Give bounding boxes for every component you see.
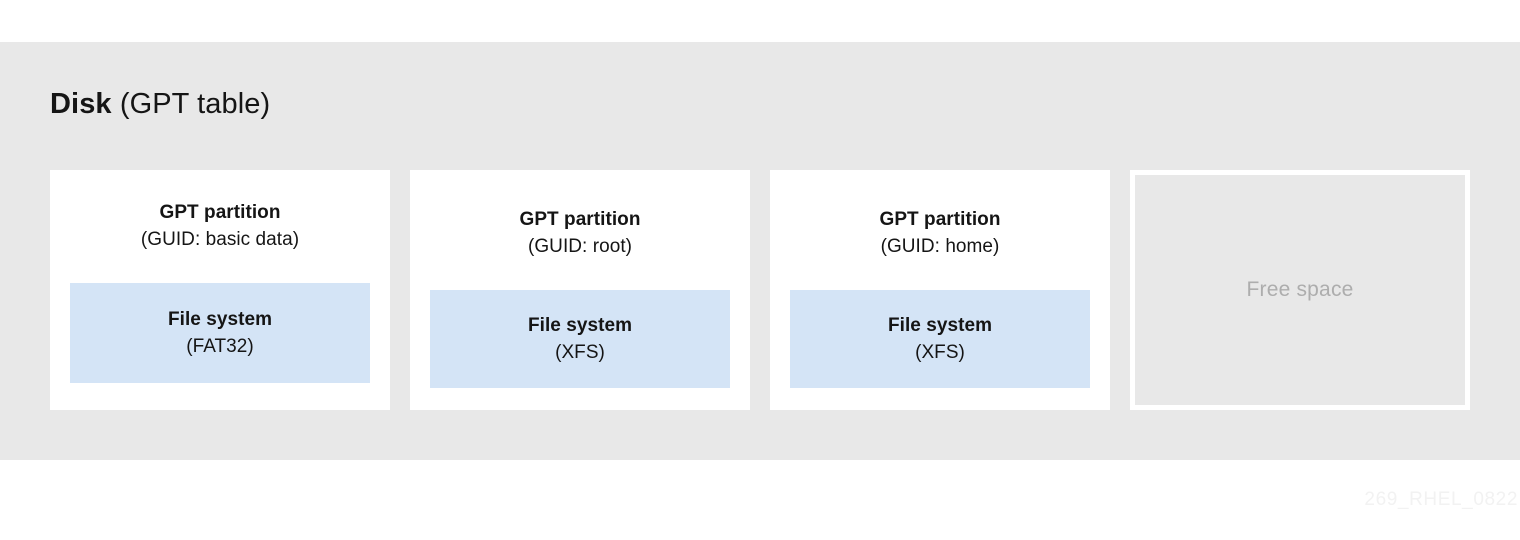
partition-header: GPT partition (GUID: root) [410, 170, 750, 261]
filesystem-box: File system (XFS) [790, 290, 1090, 388]
partition-header: GPT partition (GUID: home) [770, 170, 1110, 261]
page-title: Disk (GPT table) [50, 88, 270, 121]
partition-row: GPT partition (GUID: basic data) File sy… [50, 170, 1470, 410]
filesystem-type: (XFS) [915, 342, 965, 363]
filesystem-title: File system [887, 315, 993, 336]
page-title-strong: Disk [50, 88, 112, 120]
partition-card-root: GPT partition (GUID: root) File system (… [410, 170, 750, 410]
partition-title: GPT partition [159, 202, 281, 223]
filesystem-box: File system (FAT32) [70, 283, 370, 383]
filesystem-title: File system [527, 315, 633, 336]
page-title-light: (GPT table) [111, 88, 271, 120]
partition-title: GPT partition [879, 209, 1001, 230]
filesystem-type: (FAT32) [186, 336, 254, 357]
free-space-card: Free space [1130, 170, 1470, 410]
partition-guid: (GUID: root) [527, 236, 633, 257]
partition-guid: (GUID: home) [880, 236, 1000, 257]
filesystem-type: (XFS) [555, 342, 605, 363]
filesystem-title: File system [167, 309, 273, 330]
partition-title: GPT partition [519, 209, 641, 230]
partition-guid: (GUID: basic data) [140, 229, 300, 250]
free-space-label: Free space [1246, 278, 1354, 301]
partition-card-basic-data: GPT partition (GUID: basic data) File sy… [50, 170, 390, 410]
filesystem-box: File system (XFS) [430, 290, 730, 388]
watermark: 269_RHEL_0822 [1364, 489, 1518, 510]
partition-header: GPT partition (GUID: basic data) [50, 170, 390, 254]
partition-card-home: GPT partition (GUID: home) File system (… [770, 170, 1110, 410]
